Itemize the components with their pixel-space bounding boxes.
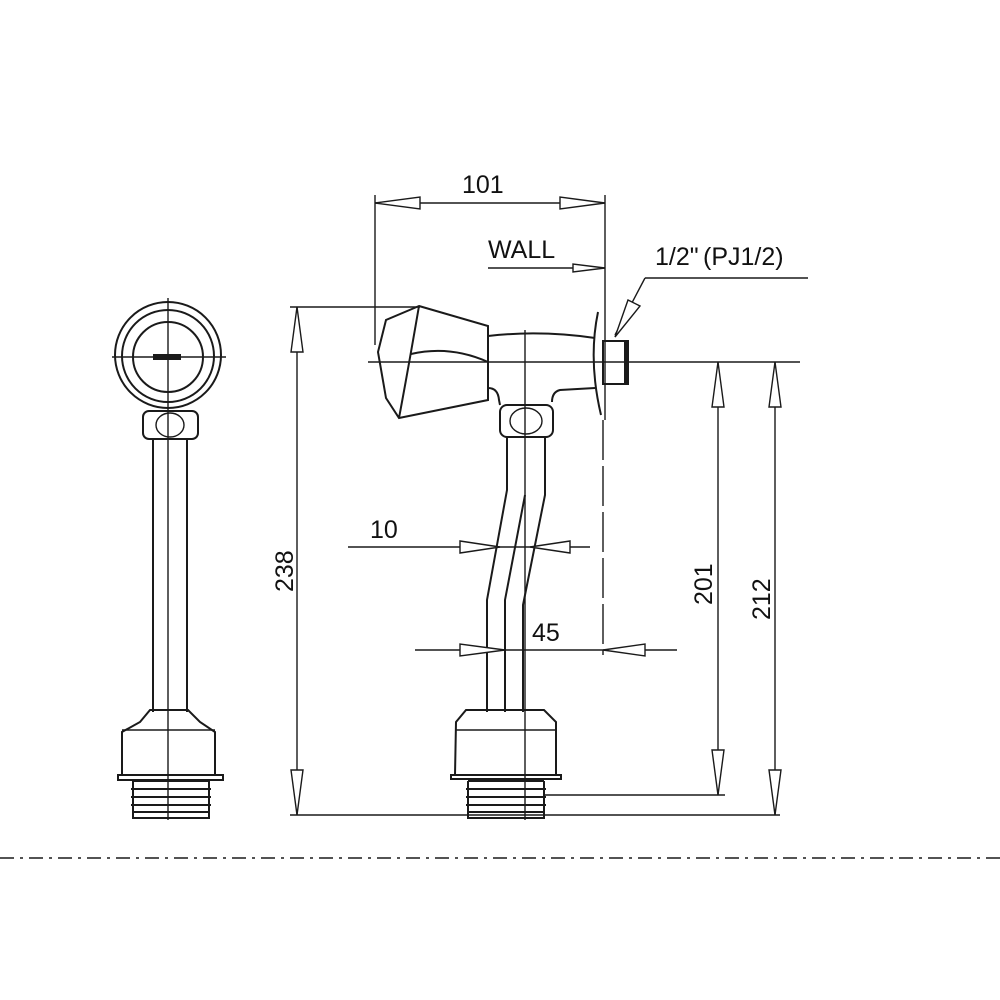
- dimension-101-label: 101: [462, 171, 504, 199]
- dimension-45-label: 45: [532, 619, 560, 647]
- dimension-201-label: 201: [690, 563, 718, 605]
- dimension-238-label: 238: [271, 550, 299, 592]
- dimension-212-label: 212: [748, 578, 776, 620]
- dimension-10: 10: [348, 516, 590, 554]
- thread-standard-label: (PJ1/2): [703, 243, 784, 271]
- wall-indicator: WALL: [488, 236, 606, 655]
- dimension-101: 101: [374, 171, 606, 420]
- side-view: [368, 304, 800, 820]
- dimension-238: 238: [271, 306, 780, 816]
- dimension-45: 45: [415, 619, 677, 657]
- thread-callout: 1/2" (PJ1/2): [614, 243, 808, 338]
- wall-label: WALL: [488, 236, 555, 264]
- dimension-212: 212: [748, 361, 782, 816]
- front-view: [112, 298, 226, 820]
- logo: [153, 354, 181, 360]
- dimension-201: 201: [545, 361, 725, 796]
- dimension-10-label: 10: [370, 516, 398, 544]
- thread-size-label: 1/2": [655, 243, 699, 271]
